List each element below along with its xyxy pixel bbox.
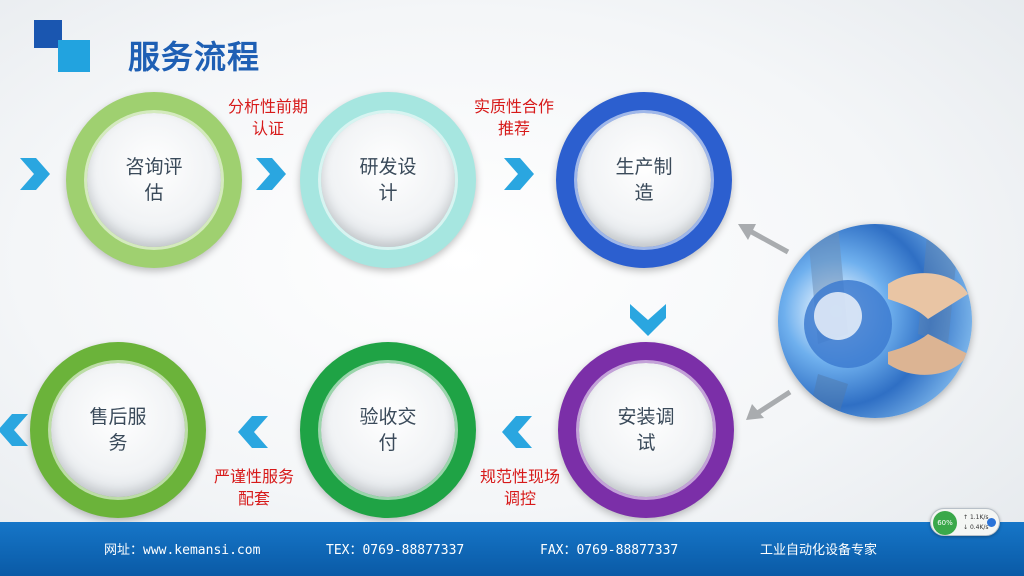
footer-fax: FAX：0769-88877337: [540, 543, 679, 558]
footer-website: 网址：www.kemansi.com: [104, 543, 261, 558]
chevron-right-icon: [20, 158, 50, 190]
ring-inner: 生产制造: [577, 113, 711, 247]
ring-inner: 安装调试: [579, 363, 713, 497]
step-label: 咨询评估: [125, 156, 183, 204]
step-after-sales: 售后服务: [30, 342, 206, 518]
globe-hands-image: [778, 224, 972, 418]
chevron-left-icon: [502, 416, 532, 448]
memory-percent-badge: 60%: [933, 511, 957, 535]
arrow-left-down-icon: [746, 389, 792, 420]
step-installation: 安装调试: [558, 342, 734, 518]
step-acceptance: 验收交付: [300, 342, 476, 518]
chevron-right-icon: [256, 158, 286, 190]
note-site-control: 规范性现场调控: [479, 467, 560, 508]
network-speed-widget[interactable]: 60% ↑ 1.1K/s ↓ 0.4K/s: [930, 508, 1000, 536]
ring-inner: 研发设计: [321, 113, 455, 247]
step-label: 售后服务: [89, 406, 147, 454]
footer-bar: 网址：www.kemansi.com TEX：0769-88877337 FAX…: [0, 522, 1024, 576]
footer-tel: TEX：0769-88877337: [326, 543, 465, 558]
accelerate-icon[interactable]: [987, 518, 996, 527]
step-label: 研发设计: [359, 156, 417, 204]
logo-square-light: [58, 40, 90, 72]
step-label: 验收交付: [359, 406, 417, 454]
step-label: 安装调试: [617, 406, 675, 454]
step-production: 生产制造: [556, 92, 732, 268]
step-consult-evaluate: 咨询评估: [66, 92, 242, 268]
download-speed-value: 0.4K/s: [969, 524, 989, 531]
chevron-left-icon: [238, 416, 268, 448]
note-cooperation: 实质性合作推荐: [473, 97, 554, 138]
arrow-left-up-icon: [738, 224, 790, 255]
ring-inner: 咨询评估: [87, 113, 221, 247]
upload-speed-value: 1.1K/s: [969, 514, 989, 521]
download-speed: ↓ 0.4K/s: [963, 524, 989, 531]
globe-illustration: [804, 224, 968, 418]
ring-inner: 验收交付: [321, 363, 455, 497]
note-analysis: 分析性前期认证: [227, 97, 308, 138]
page-title: 服务流程: [128, 38, 261, 76]
chevron-right-icon: [504, 158, 534, 190]
note-service: 严谨性服务配套: [213, 467, 294, 508]
ring-inner: 售后服务: [51, 363, 185, 497]
footer-slogan: 工业自动化设备专家: [760, 543, 878, 558]
step-label: 生产制造: [615, 156, 673, 204]
logo-square-dark: [34, 20, 62, 48]
chevron-down-icon: [630, 304, 666, 336]
chevron-left-icon: [0, 414, 28, 446]
step-rd-design: 研发设计: [300, 92, 476, 268]
upload-speed: ↑ 1.1K/s: [963, 514, 989, 521]
